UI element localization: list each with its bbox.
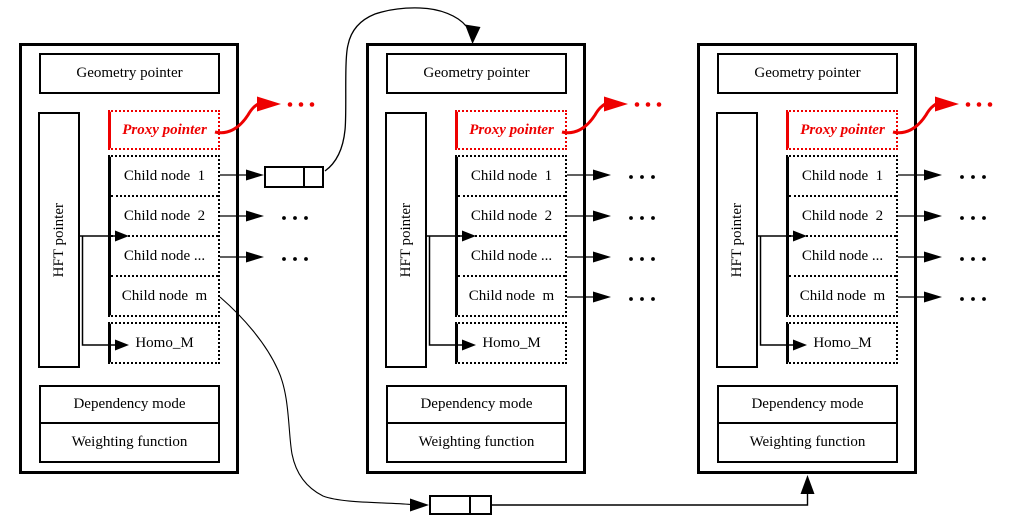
hft-pointer-box: HFT pointer — [38, 112, 80, 368]
child-node-row-ellipsis: Child node ... — [111, 237, 218, 277]
weighting-function-label: Weighting function — [71, 434, 188, 450]
dependency-mode-label: Dependency mode — [751, 396, 864, 412]
homo-m-label: Homo_M — [482, 334, 541, 351]
dependency-mode-box: Dependency mode — [386, 385, 567, 424]
ellipsis-dots — [960, 257, 986, 261]
homo-m-box: Homo_M — [108, 322, 220, 364]
child-node-row-2: Child node 2 — [458, 197, 565, 237]
child-node-row-2: Child node 2 — [789, 197, 896, 237]
geometry-pointer-label: Geometry pointer — [754, 65, 861, 81]
child-node-row-ellipsis: Child node ... — [789, 237, 896, 277]
ellipsis-dots-red — [965, 102, 993, 107]
proxy-pointer-label: Proxy pointer — [122, 121, 207, 138]
dependency-mode-box: Dependency mode — [717, 385, 898, 424]
dependency-mode-box: Dependency mode — [39, 385, 220, 424]
ellipsis-dots — [629, 175, 655, 179]
dependency-mode-label: Dependency mode — [420, 396, 533, 412]
ellipsis-dots — [960, 175, 986, 179]
pointer-record-box-bottom — [429, 495, 492, 515]
node-structure-2: Geometry pointer Proxy pointer HFT point… — [366, 43, 586, 474]
proxy-pointer-box: Proxy pointer — [108, 110, 220, 150]
child-node-row-1: Child node 1 — [458, 157, 565, 197]
pointer-record-cell — [469, 497, 490, 513]
weighting-function-label: Weighting function — [418, 434, 535, 450]
geometry-pointer-box: Geometry pointer — [386, 53, 567, 94]
child-node-row-m: Child node m — [468, 287, 555, 304]
node-structure-3: Geometry pointer Proxy pointer HFT point… — [697, 43, 917, 474]
ellipsis-dots — [960, 216, 986, 220]
geometry-pointer-box: Geometry pointer — [39, 53, 220, 94]
hft-pointer-label: HFT pointer — [50, 202, 67, 278]
ellipsis-dots-red — [634, 102, 662, 107]
child-node-list: Child node 1 Child node 2 Child node ...… — [455, 155, 567, 317]
weighting-function-box: Weighting function — [717, 424, 898, 463]
ellipsis-dots — [629, 216, 655, 220]
pointer-record-cell — [303, 168, 322, 186]
pointer-record-cell — [266, 168, 303, 186]
proxy-pointer-box: Proxy pointer — [786, 110, 898, 150]
hft-pointer-label: HFT pointer — [397, 202, 414, 278]
geometry-pointer-label: Geometry pointer — [423, 65, 530, 81]
geometry-pointer-box: Geometry pointer — [717, 53, 898, 94]
child-node-row-1: Child node 1 — [111, 157, 218, 197]
hft-pointer-label: HFT pointer — [728, 202, 745, 278]
proxy-pointer-label: Proxy pointer — [469, 121, 554, 138]
dependency-mode-label: Dependency mode — [73, 396, 186, 412]
homo-m-box: Homo_M — [455, 322, 567, 364]
child-node-row-m: Child node m — [121, 287, 208, 304]
proxy-pointer-label: Proxy pointer — [800, 121, 885, 138]
child-node-row-ellipsis: Child node ... — [458, 237, 565, 277]
child-node-list: Child node 1 Child node 2 Child node ...… — [108, 155, 220, 317]
homo-m-label: Homo_M — [813, 334, 872, 351]
homo-m-box: Homo_M — [786, 322, 898, 364]
child-node-row-1: Child node 1 — [789, 157, 896, 197]
hft-pointer-box: HFT pointer — [385, 112, 427, 368]
ellipsis-dots — [629, 257, 655, 261]
homo-m-label: Homo_M — [135, 334, 194, 351]
child-node-row-2: Child node 2 — [111, 197, 218, 237]
weighting-function-box: Weighting function — [386, 424, 567, 463]
ellipsis-dots — [282, 216, 308, 220]
weighting-function-box: Weighting function — [39, 424, 220, 463]
weighting-function-label: Weighting function — [749, 434, 866, 450]
child-node-row-m: Child node m — [799, 287, 886, 304]
ellipsis-dots — [960, 297, 986, 301]
node-structure-1: Geometry pointer Proxy pointer HFT point… — [19, 43, 239, 474]
child-node-list: Child node 1 Child node 2 Child node ...… — [786, 155, 898, 317]
hft-pointer-box: HFT pointer — [716, 112, 758, 368]
ellipsis-dots-red — [287, 102, 315, 107]
geometry-pointer-label: Geometry pointer — [76, 65, 183, 81]
pointer-record-cell — [431, 497, 469, 513]
ellipsis-dots — [282, 257, 308, 261]
pointer-box-link-line — [492, 475, 815, 506]
ellipsis-dots — [629, 297, 655, 301]
proxy-pointer-box: Proxy pointer — [455, 110, 567, 150]
pointer-record-box-top — [264, 166, 324, 188]
